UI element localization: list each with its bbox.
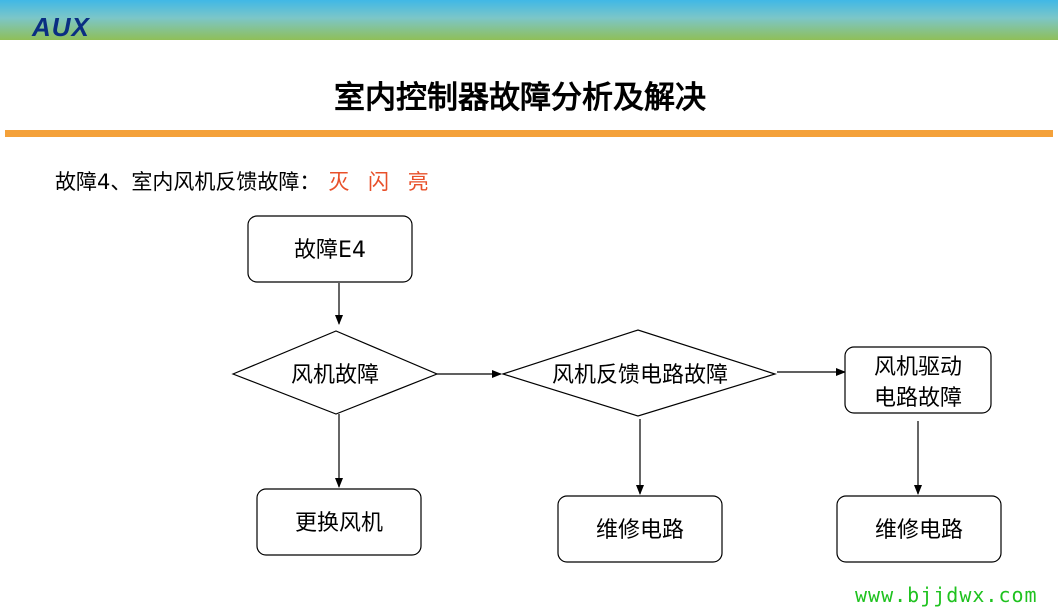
node-repair-circuit-1: 维修电路 (557, 495, 723, 563)
node-drive-fault-label-line1: 风机驱动 (874, 355, 962, 380)
node-repair-circuit-2-label: 维修电路 (875, 518, 963, 543)
page-title: 室内控制器故障分析及解决 (334, 80, 706, 116)
node-drive-fault-label-line2: 电路故障 (874, 386, 962, 411)
node-fan-fault-label: 风机故障 (291, 363, 379, 388)
node-code-label: 故障E4 (294, 238, 366, 263)
node-drive-fault: 风机驱动 电路故障 (844, 346, 992, 414)
site-watermark: www.bjjdwx.com (855, 583, 1038, 607)
led-status: 灭 闪 亮 (328, 170, 435, 194)
title-divider (5, 130, 1053, 137)
node-repair-circuit-2: 维修电路 (836, 495, 1002, 563)
fault-description-line: 故障4、室内风机反馈故障： 灭 闪 亮 (55, 167, 435, 197)
node-replace-fan: 更换风机 (256, 488, 422, 556)
header-band (0, 0, 1058, 40)
node-feedback-fault-label: 风机反馈电路故障 (552, 363, 728, 388)
fault-description: 故障4、室内风机反馈故障： (55, 170, 321, 194)
node-fan-fault: 风机故障 (231, 330, 439, 415)
aux-logo: AUX (32, 12, 90, 42)
node-repair-circuit-1-label: 维修电路 (596, 518, 684, 543)
node-replace-fan-label: 更换风机 (295, 511, 383, 536)
node-code: 故障E4 (247, 215, 413, 283)
node-feedback-fault: 风机反馈电路故障 (501, 329, 778, 417)
